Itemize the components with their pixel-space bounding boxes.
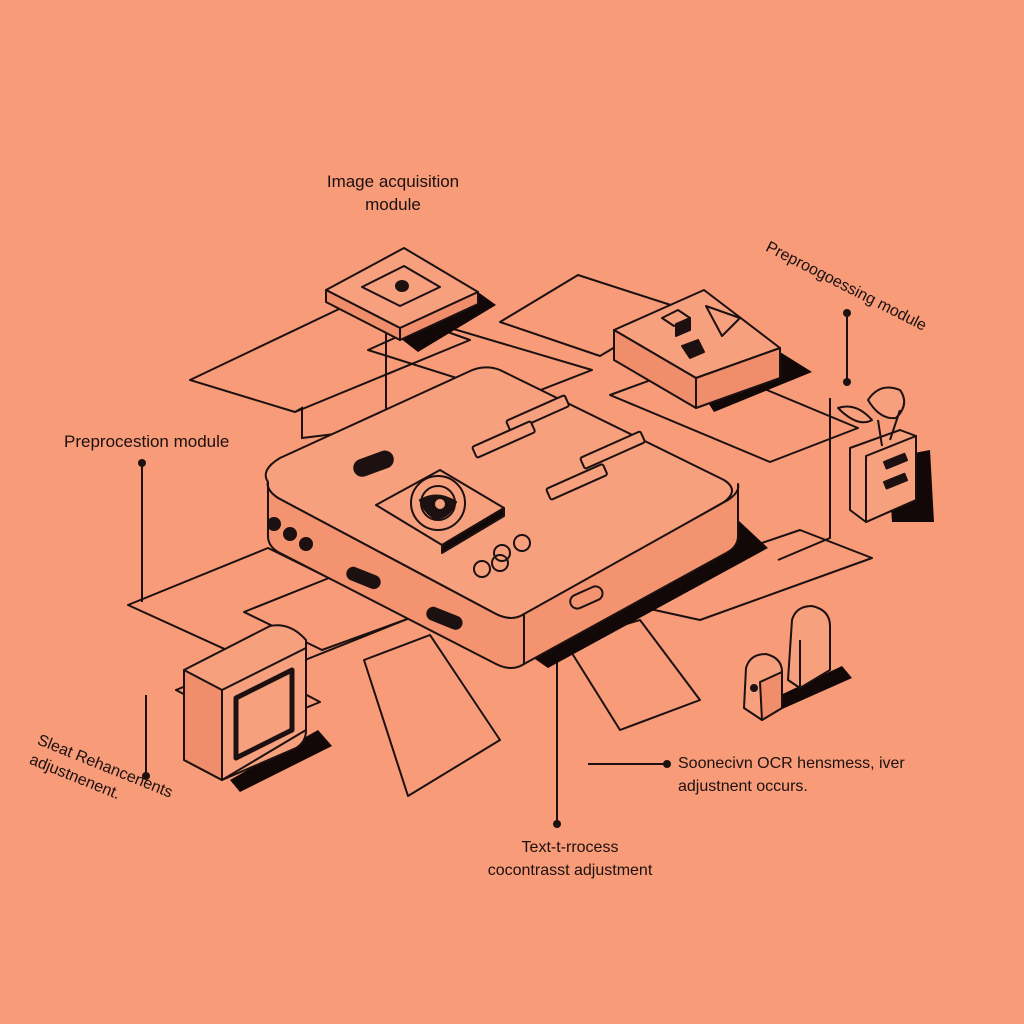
side-slot xyxy=(346,566,381,590)
leader-dot xyxy=(553,820,561,828)
side-slot xyxy=(426,606,463,630)
leader-dot xyxy=(843,309,851,317)
camera-lens-icon xyxy=(395,280,409,292)
leader-dot xyxy=(663,760,671,768)
leader-dot xyxy=(843,378,851,386)
label-image-acquisition-line1: Image acquisition xyxy=(326,172,460,191)
port-dot xyxy=(267,517,281,531)
port-dot xyxy=(283,527,297,541)
lens-module-side xyxy=(441,507,505,554)
camera-lens-icon xyxy=(410,475,466,531)
frame-window xyxy=(233,667,295,761)
label-text-process-line1: Text-t-rrocess xyxy=(521,839,619,856)
panel-bottom-center xyxy=(363,634,501,797)
module-right xyxy=(399,291,479,341)
module-right xyxy=(695,347,781,409)
label-text-process-line2: cocontrasst adjustment xyxy=(487,862,653,879)
plant-stem xyxy=(889,409,901,441)
knob xyxy=(473,560,491,578)
lens-frame xyxy=(361,265,441,307)
leader-dot xyxy=(142,772,150,780)
plant-stem xyxy=(877,419,883,447)
port-dot xyxy=(299,537,313,551)
slider-bar xyxy=(505,394,570,433)
figure-short-face xyxy=(759,671,783,721)
module-shadow xyxy=(230,730,332,792)
knob xyxy=(493,544,511,562)
frame-side xyxy=(183,669,223,781)
figure-tall xyxy=(787,605,831,689)
slider-bar xyxy=(471,420,536,459)
pill-button xyxy=(353,450,394,477)
label-image-acquisition-line2: module xyxy=(365,195,421,214)
main-device xyxy=(264,366,768,669)
folder-line xyxy=(883,452,909,470)
slider-bar xyxy=(545,463,608,501)
panel-top-left xyxy=(189,299,471,413)
plant-leaf xyxy=(837,405,873,424)
image-frame-icon xyxy=(183,624,332,792)
label-image-acquisition: Image acquisition module xyxy=(300,170,486,216)
label-ocr: Soonecivn OCR hensmess, iver adjustnent … xyxy=(678,752,905,798)
figurines-icon xyxy=(743,605,852,721)
folder-line xyxy=(883,472,909,490)
label-text-process: Text-t-rrocess cocontrasst adjustment xyxy=(466,836,674,882)
label-preprocessing-left: Preprocestion module xyxy=(64,432,230,451)
device-front-right xyxy=(523,483,740,665)
plant-leaf xyxy=(867,386,906,420)
knob xyxy=(491,554,509,572)
side-slot xyxy=(569,585,604,610)
leader-dot xyxy=(138,459,146,467)
preprocessing-module xyxy=(613,289,812,412)
figure-shadow xyxy=(770,666,852,710)
label-ocr-line1: Soonecivn OCR hensmess, iver xyxy=(678,755,905,772)
folder-plant-icon xyxy=(837,386,934,523)
slider-bar xyxy=(579,430,646,470)
device-controls xyxy=(267,394,646,630)
label-ocr-line2: adjustnent occurs. xyxy=(678,778,808,795)
knob xyxy=(513,534,531,552)
leader-right-side xyxy=(777,398,831,561)
shapes-icon xyxy=(661,305,741,359)
